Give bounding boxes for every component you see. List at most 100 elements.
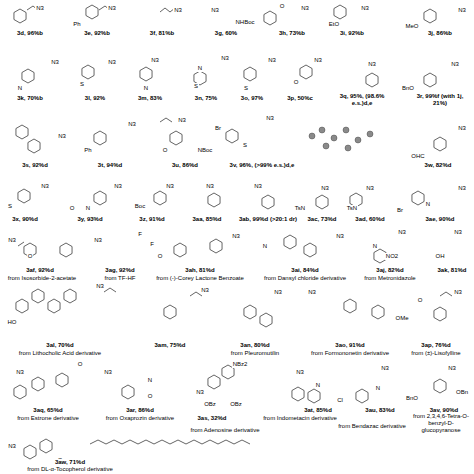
atom-label: HO bbox=[7, 319, 18, 326]
compound-label: 3x, 90%d bbox=[11, 216, 39, 223]
atom-label: N3 bbox=[150, 57, 160, 64]
atom-label: OMe bbox=[394, 315, 409, 322]
source-note: from DL-α-Tocopherol derivative bbox=[26, 466, 114, 473]
ring bbox=[16, 125, 28, 139]
atom-label: S bbox=[242, 142, 248, 149]
ring bbox=[32, 289, 44, 303]
compound-label: 3ad, 60%d bbox=[354, 216, 385, 223]
atom-label: O bbox=[157, 253, 164, 260]
compound-label: 3at, 85%d bbox=[303, 407, 333, 414]
atom-label: OBz bbox=[229, 401, 243, 408]
compound-label: 3ah, 81%d bbox=[184, 267, 215, 274]
atom-label: O bbox=[279, 3, 286, 10]
atom-label: N bbox=[372, 243, 378, 250]
compound-label: 3e, 92%b bbox=[83, 30, 111, 37]
compound-label: 3k, 70%b bbox=[16, 95, 44, 102]
source-note: from Pleuromutilin bbox=[230, 350, 280, 357]
ring bbox=[56, 373, 68, 387]
compound-label: 3as, 32%d bbox=[196, 415, 227, 422]
ring bbox=[424, 73, 436, 87]
atom-label: O bbox=[27, 253, 34, 260]
compound-label: 3aj, 82%d bbox=[375, 267, 404, 274]
ring bbox=[226, 129, 238, 143]
compound-label: 3h, 73%b bbox=[278, 30, 306, 37]
atom-ball bbox=[345, 145, 351, 151]
atom-label: OBn bbox=[455, 389, 469, 396]
atom-label: N3 bbox=[93, 237, 103, 244]
atom-label: N3 bbox=[447, 365, 457, 372]
ring bbox=[208, 375, 220, 389]
atom-label: MeO bbox=[404, 23, 419, 30]
atom-ball bbox=[309, 133, 315, 139]
atom-label: N3 bbox=[107, 59, 117, 66]
atom-ball bbox=[343, 127, 349, 133]
atom-label: N3 bbox=[453, 229, 463, 236]
atom-label: N3 bbox=[107, 5, 117, 12]
ring bbox=[292, 387, 304, 401]
atom-label: N3 bbox=[210, 7, 220, 14]
atom-label: O bbox=[69, 205, 76, 212]
bond-chain bbox=[440, 292, 452, 296]
bond-chain bbox=[18, 242, 24, 246]
ring bbox=[412, 191, 424, 205]
compound-label: 3ab, 99%d (>20:1 dr) bbox=[238, 216, 298, 223]
atom-label: N3 bbox=[273, 289, 283, 296]
atom-label: N3 bbox=[267, 57, 277, 64]
compound-label: 3al, 70%d bbox=[45, 342, 74, 349]
atom-label: N3 bbox=[165, 183, 175, 190]
atom-label: N3 bbox=[450, 61, 460, 68]
ring bbox=[82, 65, 94, 79]
model-3d bbox=[309, 127, 373, 151]
atom-label: N bbox=[17, 85, 23, 92]
atom-label: N3 bbox=[113, 183, 123, 190]
atom-label: N bbox=[197, 65, 203, 72]
atom-label: N3 bbox=[360, 5, 370, 12]
ring bbox=[154, 191, 166, 205]
atom-label: F bbox=[149, 241, 155, 248]
atom-ball bbox=[323, 143, 329, 149]
ring bbox=[316, 195, 328, 209]
atom-label: BnO bbox=[401, 85, 415, 92]
compound-label: 3ac, 73%d bbox=[306, 216, 337, 223]
compound-label: 3ak, 81%d bbox=[436, 267, 467, 274]
atom-label: N3 bbox=[200, 287, 210, 294]
compound-label: 3t, 94%d bbox=[97, 162, 123, 169]
atom-label: N3 bbox=[15, 369, 25, 376]
compound-label: 3ag, 92%d bbox=[104, 267, 135, 274]
atom-label: N bbox=[143, 85, 149, 92]
atom-label: N3 bbox=[307, 289, 317, 296]
source-note: from Oxaprozin derivative bbox=[105, 415, 175, 422]
chain-sketches bbox=[18, 6, 452, 444]
compound-label: 3ar, 86%d bbox=[125, 407, 155, 414]
atom-label: N3 bbox=[300, 5, 310, 12]
atom-ball bbox=[319, 127, 325, 133]
compound-label: 3f, 81%b bbox=[149, 30, 175, 37]
ring bbox=[244, 305, 256, 319]
atom-label: N3 bbox=[457, 7, 467, 14]
atom-label: F bbox=[137, 231, 143, 238]
compound-label: 3aa, 85%d bbox=[191, 216, 222, 223]
compound-label: 3l, 92% bbox=[84, 95, 106, 102]
ring bbox=[94, 191, 106, 205]
atom-label: N3 bbox=[320, 185, 330, 192]
atom-label: Br bbox=[396, 207, 404, 214]
compound-label: 3r, 99%f (with 1j, 21%) bbox=[408, 93, 472, 107]
ring-sketches bbox=[14, 5, 446, 459]
atom-label: O bbox=[77, 361, 84, 368]
compound-label: 3au, 83%d bbox=[364, 407, 395, 414]
source-note: from Lithocholic Acid derivative bbox=[18, 350, 102, 357]
atom-label: Br bbox=[214, 125, 222, 132]
atom-label: N3 bbox=[231, 233, 241, 240]
atom-label: N3 bbox=[367, 61, 377, 68]
compound-label: 3ai, 84%d bbox=[290, 267, 319, 274]
compound-label: 3aq, 65%d bbox=[32, 407, 63, 414]
source-note: from Estrone derivative bbox=[16, 415, 80, 422]
compound-label: 3am, 75%d bbox=[153, 342, 186, 349]
ring bbox=[308, 389, 320, 403]
atom-label: TsN bbox=[294, 205, 306, 212]
source-note: from 2,3,4,6-Tetra-O-benzyl-D-glucopyran… bbox=[410, 413, 472, 434]
atom-label: Ph bbox=[72, 21, 81, 28]
atom-label: N3 bbox=[265, 115, 275, 122]
source-note: from Isosorbide-2-acetate bbox=[7, 275, 77, 282]
